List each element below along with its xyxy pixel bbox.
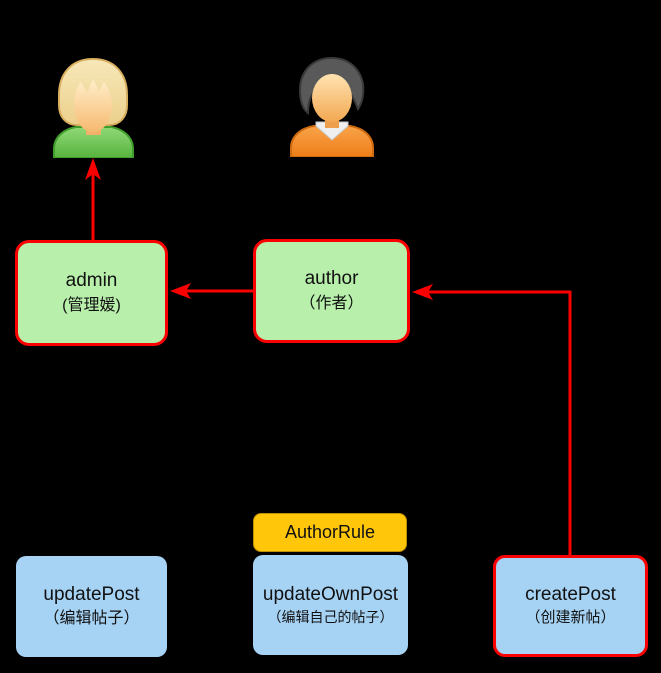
node-author-sublabel: （作者） bbox=[299, 294, 364, 312]
collar-shape bbox=[315, 121, 349, 141]
edge-createpost-to-author-arrow bbox=[412, 284, 572, 555]
node-create-post-label: createPost bbox=[525, 583, 616, 605]
edge-arrowhead bbox=[412, 284, 433, 300]
node-admin: admin (管理媛) bbox=[15, 240, 168, 346]
node-author-label: author bbox=[304, 268, 359, 290]
node-admin-label: admin bbox=[65, 270, 118, 292]
node-update-post: updatePost （编辑帖子） bbox=[16, 556, 167, 657]
node-author: author （作者） bbox=[253, 239, 410, 343]
shirt-shape bbox=[53, 126, 134, 158]
hoodie-shape bbox=[290, 125, 374, 157]
node-author-rule: AuthorRule bbox=[253, 513, 407, 552]
node-update-post-label: updatePost bbox=[43, 583, 140, 605]
face-shape bbox=[74, 79, 112, 132]
edge-admin-to-user-arrow bbox=[85, 158, 101, 240]
edge-author-to-admin-arrow bbox=[170, 283, 253, 299]
node-update-own-post-sublabel: （编辑自己的帖子） bbox=[267, 609, 394, 626]
edge-arrowhead bbox=[85, 158, 101, 180]
edge-line bbox=[428, 290, 572, 555]
node-create-post: createPost （创建新帖） bbox=[493, 555, 648, 657]
node-create-post-sublabel: （创建新帖） bbox=[525, 609, 616, 627]
edge-arrowhead bbox=[170, 283, 191, 299]
node-update-post-sublabel: （编辑帖子） bbox=[43, 610, 140, 628]
node-update-own-post-label: updateOwnPost bbox=[262, 583, 399, 605]
female-user-icon bbox=[53, 57, 134, 158]
male-user-icon bbox=[290, 56, 374, 157]
node-admin-sublabel: (管理媛) bbox=[62, 296, 121, 314]
node-update-own-post: updateOwnPost （编辑自己的帖子） bbox=[253, 555, 408, 655]
node-author-rule-label: AuthorRule bbox=[284, 521, 376, 542]
face-shape bbox=[312, 74, 352, 122]
